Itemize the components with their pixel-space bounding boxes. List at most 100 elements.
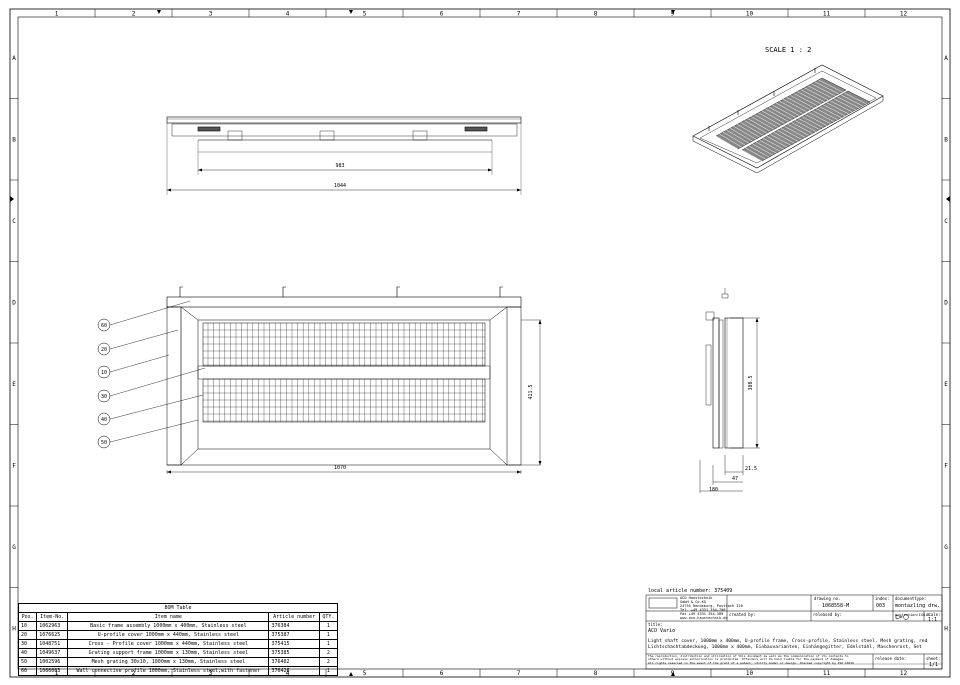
- column-label: 7: [517, 670, 521, 677]
- balloon: [97, 342, 111, 356]
- created-label: created by:: [729, 612, 756, 617]
- bom-cell: Mesh grating 30x10, 1000mm x 130mm, Stai…: [67, 657, 270, 667]
- sheet-label: sheet:: [926, 656, 941, 661]
- inner-frame: [17, 16, 943, 670]
- projection-label: projection:ISO-E: [895, 613, 930, 617]
- scale-value-tb: 1:1: [928, 617, 938, 623]
- bom-cell: 1066003: [36, 666, 69, 676]
- column-label: 2: [132, 11, 136, 18]
- dim-side-d1: 21.5: [745, 466, 757, 472]
- text-line: Lichtschachtabdeckung, 1000mm x 400mm, E…: [648, 645, 922, 650]
- balloon: [97, 435, 111, 449]
- balloon-leader: [109, 300, 191, 326]
- bom-cell: 1076625: [36, 630, 69, 640]
- release-date-label: release date:: [875, 656, 907, 661]
- balloon-leader: [109, 367, 206, 397]
- scale-label-tb: scale:: [926, 612, 941, 617]
- column-label: 1: [55, 11, 59, 18]
- text-line: 24755 Rendsburg, Postfach 320: [680, 604, 743, 608]
- bom-cell: 1: [318, 639, 339, 649]
- front-view-grating: [203, 323, 485, 422]
- row-label: E: [12, 381, 16, 388]
- bom-cell: U-profile cover 1000mm x 440mm, Stainles…: [67, 630, 270, 640]
- text-line: Fax +49 4331 354-389: [680, 612, 724, 616]
- text-line: ACO Haustechnik: [680, 596, 713, 600]
- released-label: released by:: [813, 612, 842, 617]
- row-label: G: [12, 544, 16, 551]
- index-value: 003: [876, 603, 886, 609]
- front-view-arrows: [167, 320, 542, 474]
- text-line: The reproduction, distribution and utili…: [648, 654, 849, 658]
- bom-cell: 375415: [268, 639, 320, 649]
- title-name: ACO Vario: [648, 628, 676, 634]
- bom-cell: Wall connective profile 1000mm, Stainles…: [67, 666, 270, 676]
- row-label: F: [944, 462, 948, 469]
- bom-cell: 10: [17, 621, 38, 631]
- bom-cell: 375385: [268, 648, 320, 658]
- doctype-label: documenttype:: [895, 596, 927, 601]
- column-label: 4: [286, 11, 290, 18]
- balloon-label: 40: [101, 417, 107, 423]
- column-label: 7: [517, 11, 521, 18]
- title-description: Light shaft cover, 1000mm x 400mm, U-pro…: [648, 639, 927, 651]
- top-view: [166, 116, 522, 195]
- row-label: D: [12, 299, 16, 306]
- row-label: H: [944, 625, 948, 632]
- balloon-label: 50: [101, 440, 107, 446]
- bom-cell: 50: [17, 657, 38, 667]
- balloon-label: 30: [101, 394, 107, 400]
- dim-side-d3: 180: [709, 487, 718, 493]
- balloon: [97, 389, 111, 403]
- sheet-value: 1/1: [929, 662, 939, 668]
- row-label: D: [944, 299, 948, 306]
- iso-view: [692, 64, 884, 174]
- bom-header-cell: Item-No.: [36, 612, 69, 622]
- column-label: 11: [823, 670, 831, 677]
- balloon-leader: [109, 419, 199, 443]
- bom-cell: 1: [318, 621, 339, 631]
- row-label: A: [12, 55, 16, 62]
- balloon-leader: [109, 329, 179, 350]
- bom-cell: 2: [318, 648, 339, 658]
- bom-header-cell: Article number: [268, 612, 320, 622]
- bom-cell: 376426: [268, 666, 320, 676]
- column-label: 3: [209, 11, 213, 18]
- front-view: [166, 286, 541, 474]
- scale-label: SCALE 1 : 2: [765, 46, 811, 54]
- bom-cell: 30: [17, 639, 38, 649]
- index-label: index:: [875, 596, 890, 601]
- bom-cell: 20: [17, 630, 38, 640]
- centering-marks: [157, 10, 675, 676]
- dim-side-height: 380.5: [748, 375, 754, 390]
- row-label: B: [944, 136, 948, 143]
- bom-cell: Cross - Profile cover 1000mm x 440mm, St…: [67, 639, 270, 649]
- dim-top-inner: 983: [335, 163, 344, 169]
- row-label: F: [12, 462, 16, 469]
- column-label: 6: [440, 11, 444, 18]
- bom-cell: 375387: [268, 630, 320, 640]
- bom-cell: 2: [318, 657, 339, 667]
- row-label: C: [12, 218, 16, 225]
- text-line: Light shaft cover, 1000mm x 400mm, U-pro…: [648, 639, 928, 644]
- row-label: B: [12, 136, 16, 143]
- column-label: 9: [671, 11, 675, 18]
- balloon-leader: [109, 354, 170, 373]
- drawing-no-label: drawing no.: [814, 596, 841, 601]
- bom-cell: Basic frame assembly 1000mm x 400mm, Sta…: [67, 621, 270, 631]
- bom-cell: 1048751: [36, 639, 69, 649]
- column-label: 10: [746, 11, 754, 18]
- balloon: [97, 318, 111, 332]
- title-block-lines: [645, 594, 943, 670]
- bom-cell: 376384: [268, 621, 320, 631]
- balloon-label: 60: [101, 323, 107, 329]
- column-label: 5: [363, 670, 367, 677]
